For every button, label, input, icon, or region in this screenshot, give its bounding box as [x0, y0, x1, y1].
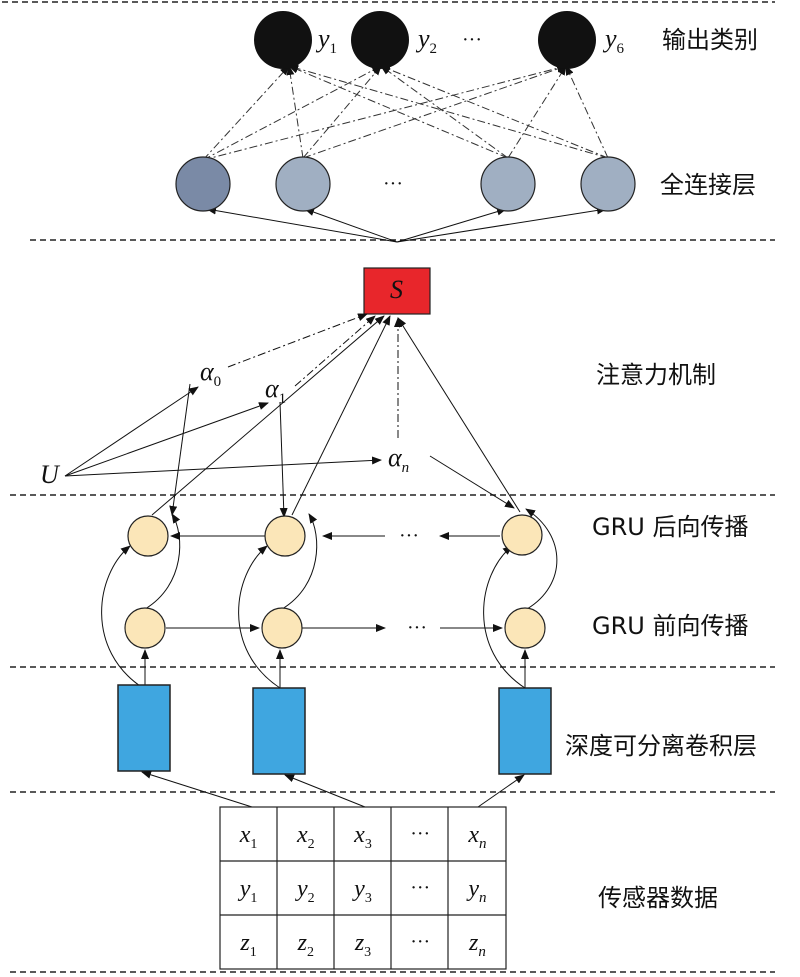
gru-forward-node-n — [504, 607, 546, 649]
output-label-6: y6 — [602, 24, 625, 57]
sensor-cell: z2 — [297, 930, 314, 960]
s-label: S — [390, 275, 403, 304]
gru-forward-node-2 — [261, 607, 303, 649]
sensor-cell: ··· — [410, 931, 430, 953]
output-node-1 — [254, 11, 312, 69]
fc-node-2 — [275, 156, 331, 212]
sensor-data-table — [219, 806, 507, 970]
sensor-cell: z1 — [239, 930, 256, 960]
gru-connections — [101, 508, 558, 689]
conv-block-1 — [117, 684, 171, 772]
sensor-cell: zn — [468, 930, 486, 960]
fc-node-3 — [480, 156, 536, 212]
sensor-cell: x3 — [353, 822, 372, 852]
layer-label-output: 输出类别 — [662, 26, 758, 54]
gru-backward-node-2 — [264, 515, 306, 557]
gru-backward-ellipsis: ··· — [399, 525, 419, 547]
fc-to-output-connections — [202, 64, 609, 161]
gru-backward-node-1 — [127, 515, 169, 557]
s-to-fc-connections — [206, 206, 607, 243]
u-label: U — [40, 460, 61, 489]
layer-label-attention: 注意力机制 — [596, 361, 716, 389]
layer-label-dsconv: 深度可分离卷积层 — [565, 732, 757, 760]
layer-separators — [2, 1, 775, 973]
sensor-cell: y1 — [238, 876, 258, 906]
sensor-cell: y3 — [352, 876, 372, 906]
gru-forward-ellipsis: ··· — [407, 617, 427, 639]
gru-backward-node-n — [501, 514, 543, 556]
output-ellipsis: ··· — [462, 29, 482, 51]
fc-node-1 — [175, 156, 231, 212]
output-node-2 — [351, 11, 409, 69]
sensor-cell: y2 — [295, 876, 315, 906]
layer-label-gru-forward: GRU 前向传播 — [592, 612, 748, 640]
fc-node-4 — [580, 156, 636, 212]
attention-connections — [64, 313, 521, 518]
conv-block-2 — [252, 687, 306, 775]
sensor-to-conv-connections — [141, 770, 525, 808]
alpha-n-label: αn — [388, 443, 409, 476]
sensor-cell: ··· — [410, 877, 430, 899]
layer-label-fc: 全连接层 — [660, 171, 756, 199]
s-context-box — [363, 267, 431, 315]
output-label-2: y2 — [415, 24, 437, 57]
output-label-1: y1 — [315, 24, 337, 57]
alpha-0-label: α0 — [200, 357, 221, 390]
conv-block-n — [498, 687, 552, 775]
sensor-cell: x2 — [296, 822, 315, 852]
alpha-1-label: α1 — [265, 374, 286, 407]
sensor-cell: z3 — [354, 930, 371, 960]
gru-forward-node-1 — [124, 607, 166, 649]
output-node-6 — [538, 11, 596, 69]
layer-label-gru-backward: GRU 后向传播 — [592, 513, 748, 541]
fc-ellipsis: ··· — [383, 173, 403, 195]
sensor-table-cells: x1 x2 x3 ··· xn y1 y2 y3 ··· yn z1 z2 z3 ··· zn — [238, 822, 487, 960]
sensor-cell: x1 — [239, 822, 258, 852]
sensor-cell: xn — [467, 822, 486, 852]
layer-label-sensor: 传感器数据 — [598, 884, 718, 912]
sensor-cell: ··· — [410, 823, 430, 845]
sensor-cell: yn — [466, 876, 486, 906]
